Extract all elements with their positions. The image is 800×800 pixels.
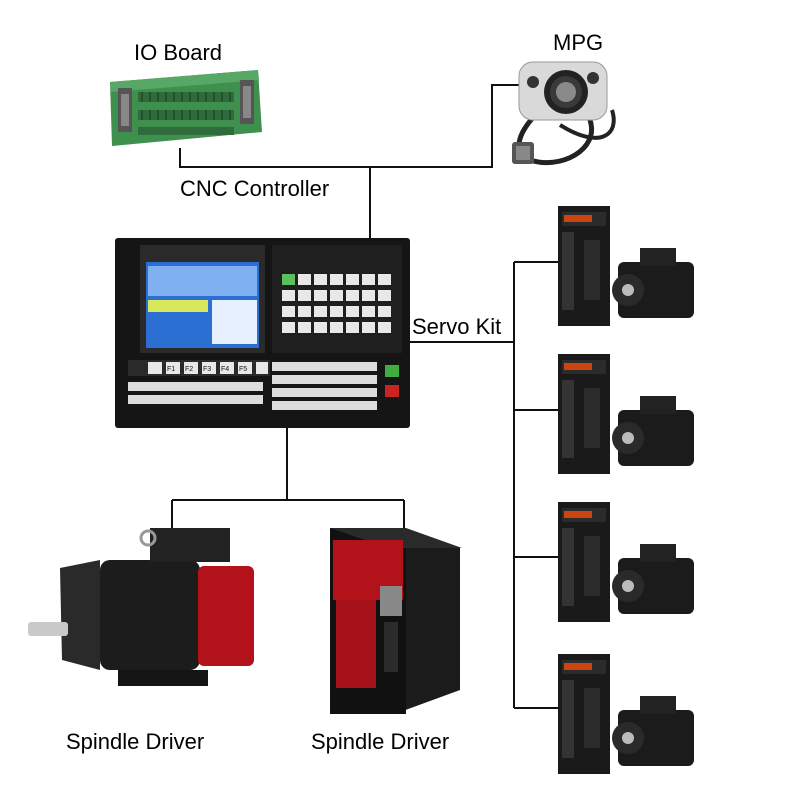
servo-kit-label: Servo Kit: [412, 314, 501, 339]
function-key-f2: F2: [185, 366, 193, 373]
spindle-link: [171, 428, 405, 530]
mpg-label: MPG: [553, 30, 603, 55]
function-key-f4: F4: [221, 366, 229, 373]
spindle-driver-image: [330, 528, 462, 714]
cnc-controller-label: CNC Controller: [180, 176, 329, 201]
mpg-image: [512, 61, 616, 166]
spindle-driver-label: Spindle Driver: [311, 729, 449, 754]
function-key-f1: F1: [167, 366, 175, 373]
servo-unit-1: [558, 206, 694, 326]
spindle-motor-label: Spindle Driver: [66, 729, 204, 754]
servo-unit-4: [558, 654, 694, 774]
mpg-link: [370, 84, 522, 168]
servo-unit-3: [558, 502, 694, 622]
cnc-controller-image: F1 F2 F3 F4 F5: [115, 238, 410, 428]
function-key-f5: F5: [239, 366, 247, 373]
io-board-link: [179, 148, 370, 168]
spindle-motor-image: [28, 528, 254, 686]
servo-unit-2: [558, 354, 694, 474]
function-key-f3: F3: [203, 366, 211, 373]
io-board-image: [110, 70, 262, 146]
io-board-label: IO Board: [134, 40, 222, 65]
connection-lines: [171, 84, 558, 709]
